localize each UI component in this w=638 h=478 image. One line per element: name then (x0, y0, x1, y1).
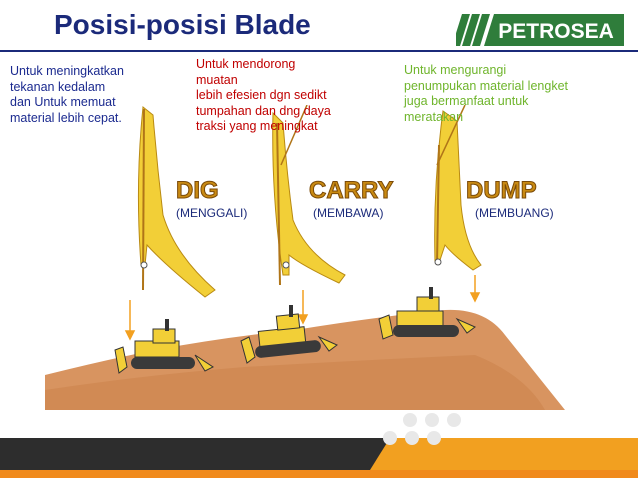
dump-note-line: Untuk mengurangi (404, 63, 507, 77)
carry-note-line: lebih efesien dgn sedikt (196, 88, 327, 102)
carry-note-line: traksi yang meningkat (196, 119, 318, 133)
page-title: Posisi-posisi Blade (54, 9, 311, 40)
dig-translation: (MENGGALI) (176, 206, 247, 220)
carry-note-line: Untuk mendorong (196, 57, 296, 71)
dump-blade (434, 105, 482, 271)
dump-bulldozer (378, 287, 476, 340)
blade-positions-illustration: DIG (MENGGALI) CARRY (MEMBAWA) DUMP (MEM… (45, 105, 590, 410)
dig-note-line: tekanan kedalam (10, 79, 106, 94)
dig-note-line: material lebih cepat. (10, 110, 122, 125)
dig-label: DIG (176, 177, 219, 204)
dump-translation: (MEMBUANG) (475, 206, 554, 220)
carry-note-line: muatan (196, 72, 238, 87)
carry-blade (272, 105, 346, 286)
dump-description: Untuk mengurangi penumpukan material len… (404, 63, 568, 125)
dig-description: Untuk meningkatkan tekanan kedalam dan U… (10, 64, 124, 126)
carry-description: Untuk mendorong muatan lebih efesien dgn… (196, 57, 331, 135)
footer-orange-strip (0, 470, 638, 478)
dump-note-line: juga bermanfaat untuk (404, 94, 529, 108)
petrosea-logo: PETROSEA (456, 14, 624, 46)
dig-blade (137, 106, 216, 298)
dump-note-line: penumpukan material lengket (404, 78, 568, 93)
footer-decoration (370, 413, 638, 470)
dig-note-line: Untuk meningkatkan (10, 64, 124, 78)
carry-translation: (MEMBAWA) (313, 206, 383, 220)
logo-text: PETROSEA (498, 20, 614, 43)
carry-label: CARRY (309, 177, 393, 204)
down-arrows (124, 275, 481, 341)
dump-label: DUMP (466, 177, 537, 204)
carry-bulldozer (240, 305, 338, 364)
dig-note-line: dan Untuk memuat (10, 95, 116, 109)
dig-bulldozer (114, 319, 214, 374)
header-rule (0, 50, 638, 52)
dump-note-line: meratakan (404, 109, 464, 124)
carry-note-line: tumpahan dan dng daya (196, 103, 331, 118)
